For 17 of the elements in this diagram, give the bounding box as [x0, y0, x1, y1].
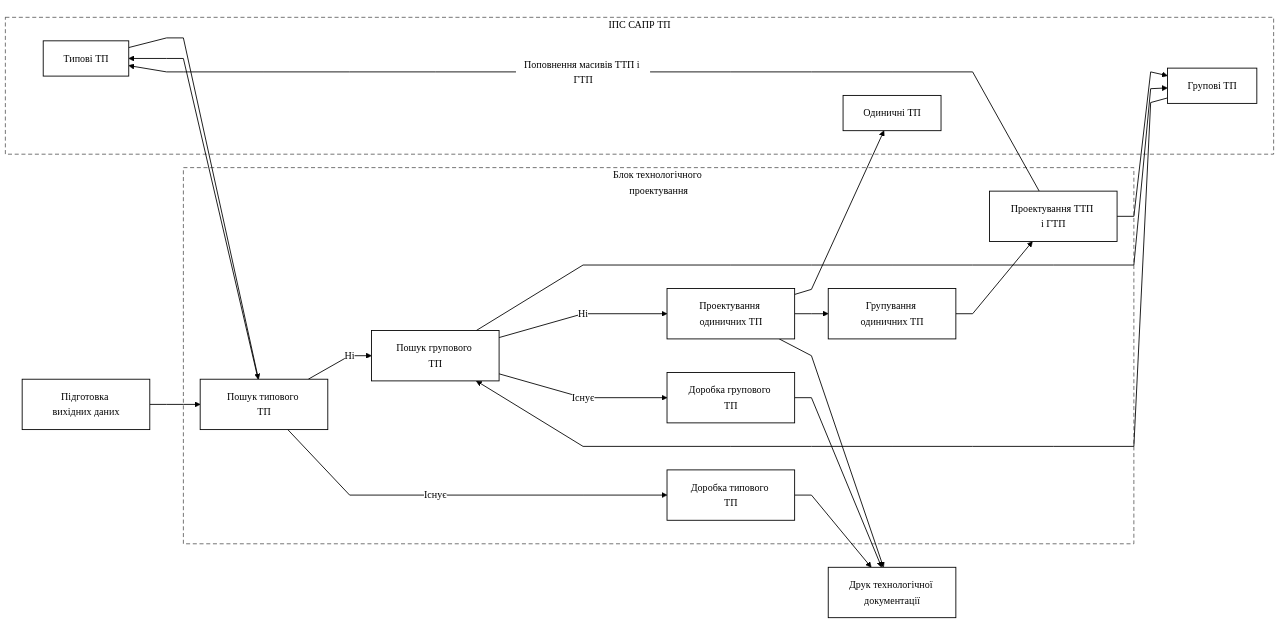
node-box: Одиничні ТП	[842, 94, 942, 132]
node-box: Групування одиничних ТП	[827, 288, 957, 340]
node-box: Доробка типового ТП	[666, 469, 796, 521]
edge-label: Існує	[571, 392, 595, 403]
node-box: Підготовка вихідних даних	[21, 378, 151, 431]
node-box: Проектування ТТП і ГТП	[989, 190, 1118, 242]
node-box: Проектування одиничних ТП	[666, 288, 796, 340]
node-box: Пошук типового ТП	[199, 378, 329, 431]
node-box: Доробка групового ТП	[666, 372, 796, 424]
edge-label: Поповнення масивів ТТП і ГТП	[523, 58, 640, 85]
node-box: Друк технологічної документації	[827, 566, 957, 619]
edge-label: Ні	[344, 350, 355, 361]
node-box: Пошук групового ТП	[371, 330, 500, 382]
edge-label: Ні	[578, 308, 589, 319]
node-box: Групові ТП	[1167, 67, 1258, 104]
edge-label: Існує	[423, 489, 447, 501]
node-box: Типові ТП	[42, 40, 130, 77]
